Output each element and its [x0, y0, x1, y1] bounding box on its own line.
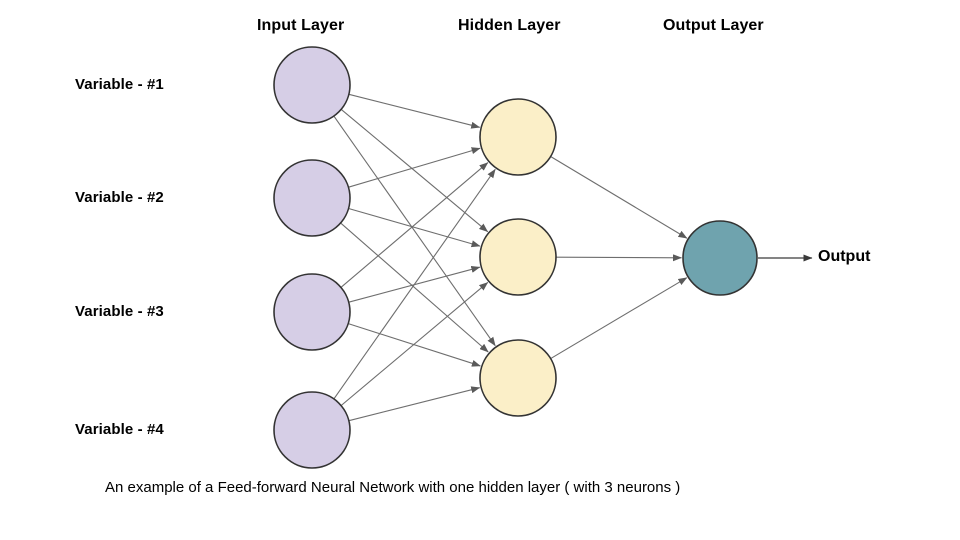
edge-input1-hidden1 [349, 93, 481, 129]
input-neuron-2 [273, 159, 351, 237]
edge-input2-hidden2 [348, 208, 481, 248]
edge-hidden1-output [550, 156, 688, 239]
hidden-neuron-3 [479, 339, 557, 417]
edges-input-to-hidden [333, 93, 496, 422]
edge-input3-hidden1 [340, 162, 489, 288]
variable-label-1: Variable - #1 [75, 76, 164, 93]
input-layer-nodes [273, 46, 351, 469]
output-result-label: Output [818, 248, 871, 265]
output-layer-nodes [682, 220, 758, 296]
output-neuron-1 [682, 220, 758, 296]
hidden-layer-nodes [479, 98, 557, 417]
input-neuron-1 [273, 46, 351, 124]
variable-label-4: Variable - #4 [75, 421, 164, 438]
edge-input2-hidden1 [348, 147, 481, 188]
edge-input4-hidden1 [333, 168, 496, 399]
edge-input1-hidden2 [341, 109, 489, 233]
edges-hidden-to-output [550, 156, 688, 359]
input-layer-title: Input Layer [257, 17, 345, 34]
variable-label-2: Variable - #2 [75, 189, 164, 206]
edge-input4-hidden2 [341, 281, 489, 406]
edge-hidden2-output [556, 254, 683, 262]
hidden-neuron-2 [479, 218, 557, 296]
output-layer-title: Output Layer [663, 17, 764, 34]
input-neuron-3 [273, 273, 351, 351]
edge-input4-hidden3 [349, 386, 481, 422]
edge-input1-hidden3 [333, 116, 496, 347]
edge-hidden3-output [550, 277, 688, 359]
input-neuron-4 [273, 391, 351, 469]
variable-label-3: Variable - #3 [75, 303, 164, 320]
edge-input2-hidden3 [340, 222, 489, 353]
hidden-neuron-1 [479, 98, 557, 176]
hidden-layer-title: Hidden Layer [458, 17, 561, 34]
edge-input3-hidden3 [348, 323, 481, 367]
diagram-caption: An example of a Feed-forward Neural Netw… [105, 479, 681, 496]
